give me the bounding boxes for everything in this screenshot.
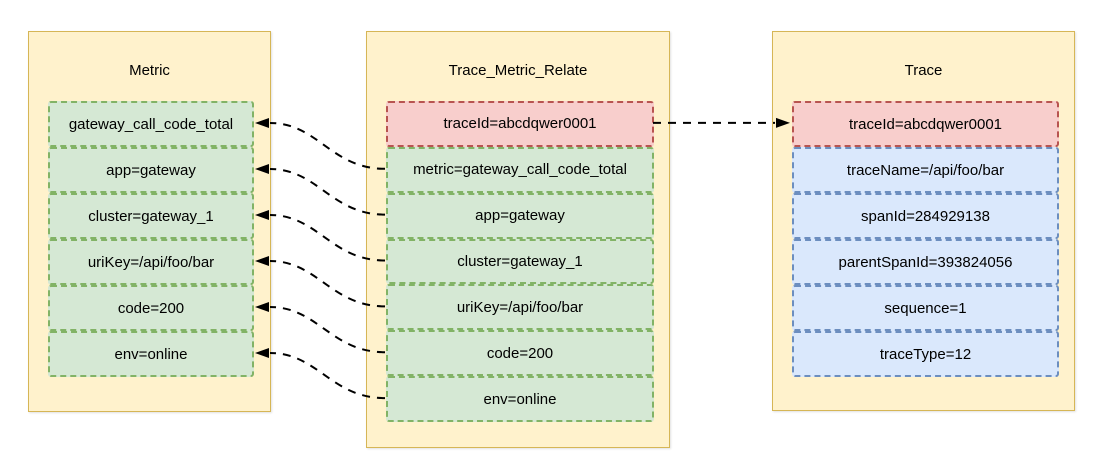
- trace-row-sequence: sequence=1: [792, 285, 1059, 331]
- metric-row-code: code=200: [48, 285, 254, 331]
- metric-rows: gateway_call_code_total app=gateway clus…: [48, 101, 254, 377]
- relate-row-env: env=online: [386, 376, 654, 423]
- trace-row-tracetype: traceType=12: [792, 331, 1059, 377]
- trace-row-tracename: traceName=/api/foo/bar: [792, 147, 1059, 193]
- metric-row-name: gateway_call_code_total: [48, 101, 254, 147]
- trace-rows: traceId=abcdqwer0001 traceName=/api/foo/…: [792, 101, 1059, 377]
- trace-metric-relate-entity-box: Trace_Metric_Relate traceId=abcdqwer0001…: [366, 31, 670, 448]
- metric-title: Metric: [129, 61, 170, 79]
- metric-row-env: env=online: [48, 331, 254, 377]
- trace-row-traceid: traceId=abcdqwer0001: [792, 101, 1059, 147]
- relate-row-traceid: traceId=abcdqwer0001: [386, 101, 654, 147]
- metric-entity-box: Metric gateway_call_code_total app=gatew…: [28, 31, 271, 412]
- relate-row-app: app=gateway: [386, 192, 654, 239]
- metric-row-urikey: uriKey=/api/foo/bar: [48, 239, 254, 285]
- trace-metric-relate-rows: traceId=abcdqwer0001 metric=gateway_call…: [386, 101, 654, 423]
- trace-title: Trace: [904, 61, 943, 79]
- trace-row-parentspanid: parentSpanId=393824056: [792, 239, 1059, 285]
- relate-row-cluster: cluster=gateway_1: [386, 238, 654, 285]
- metric-row-app: app=gateway: [48, 147, 254, 193]
- relate-row-code: code=200: [386, 330, 654, 377]
- relate-row-urikey: uriKey=/api/foo/bar: [386, 284, 654, 331]
- metric-row-cluster: cluster=gateway_1: [48, 193, 254, 239]
- trace-entity-box: Trace traceId=abcdqwer0001 traceName=/ap…: [772, 31, 1075, 411]
- trace-metric-relate-title: Trace_Metric_Relate: [448, 61, 588, 79]
- connector-relate-traceid-to-trace-traceid: [653, 117, 790, 128]
- relate-row-metric: metric=gateway_call_code_total: [386, 146, 654, 193]
- trace-row-spanid: spanId=284929138: [792, 193, 1059, 239]
